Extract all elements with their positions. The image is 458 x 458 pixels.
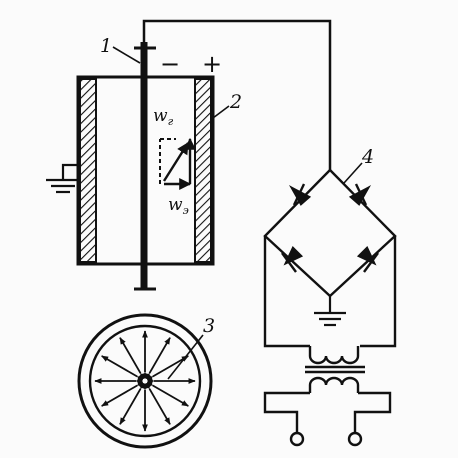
bridge-to-transformer-wires (263, 236, 397, 348)
label-part-2: 2 (229, 91, 242, 113)
cylinder-wall-left (79, 78, 97, 263)
primary-wire-left (263, 391, 310, 432)
transformer-secondary-coil (308, 346, 360, 365)
vector-label-we-main: w (168, 195, 183, 215)
leader-line-4 (343, 162, 363, 184)
ground-symbol-bridge (314, 296, 346, 327)
bridge-rectifier (263, 169, 397, 298)
leader-line-3 (167, 334, 204, 380)
minus-sign: − (160, 50, 180, 78)
cross-section-inner-ring (88, 324, 202, 438)
vector-label-wr-sub: г (168, 115, 174, 128)
cross-section-electrode (137, 373, 153, 389)
radial-arrow (101, 379, 145, 407)
diode-bottom-left (281, 245, 304, 273)
cylinder-wall-right (194, 78, 212, 263)
corona-electrode (134, 42, 156, 291)
primary-wire-right (353, 391, 392, 432)
label-part-1: 1 (100, 35, 112, 57)
ac-terminal-left (289, 431, 305, 447)
diode-top-left (288, 183, 312, 206)
velocity-vectors (159, 137, 196, 190)
vector-label-wr-main: w (153, 106, 168, 126)
supply-wire (142, 19, 332, 170)
cross-section-view (77, 313, 213, 449)
plus-sign: + (202, 50, 222, 78)
leader-line-2 (212, 105, 230, 119)
ground-symbol-collector (46, 163, 80, 194)
vector-label-wr: wг (153, 106, 174, 128)
radial-arrow (119, 337, 147, 381)
diode-bottom-right (356, 245, 379, 273)
ac-terminal-right (347, 431, 363, 447)
radial-arrow (143, 381, 171, 425)
vector-label-we: wэ (168, 195, 189, 217)
resultant-velocity-arrow (162, 141, 190, 182)
cross-section-outer-ring (77, 313, 213, 449)
bridge-diamond (263, 169, 397, 298)
label-part-3: 3 (203, 315, 215, 337)
leader-line-1 (112, 46, 141, 64)
vector-label-we-sub: э (183, 204, 189, 217)
radial-field-arrows (94, 330, 196, 432)
transformer (263, 346, 392, 432)
label-part-4: 4 (361, 146, 374, 168)
radial-arrow (145, 355, 189, 383)
transformer-primary-coil (308, 376, 360, 393)
diode-top-right (348, 183, 372, 206)
